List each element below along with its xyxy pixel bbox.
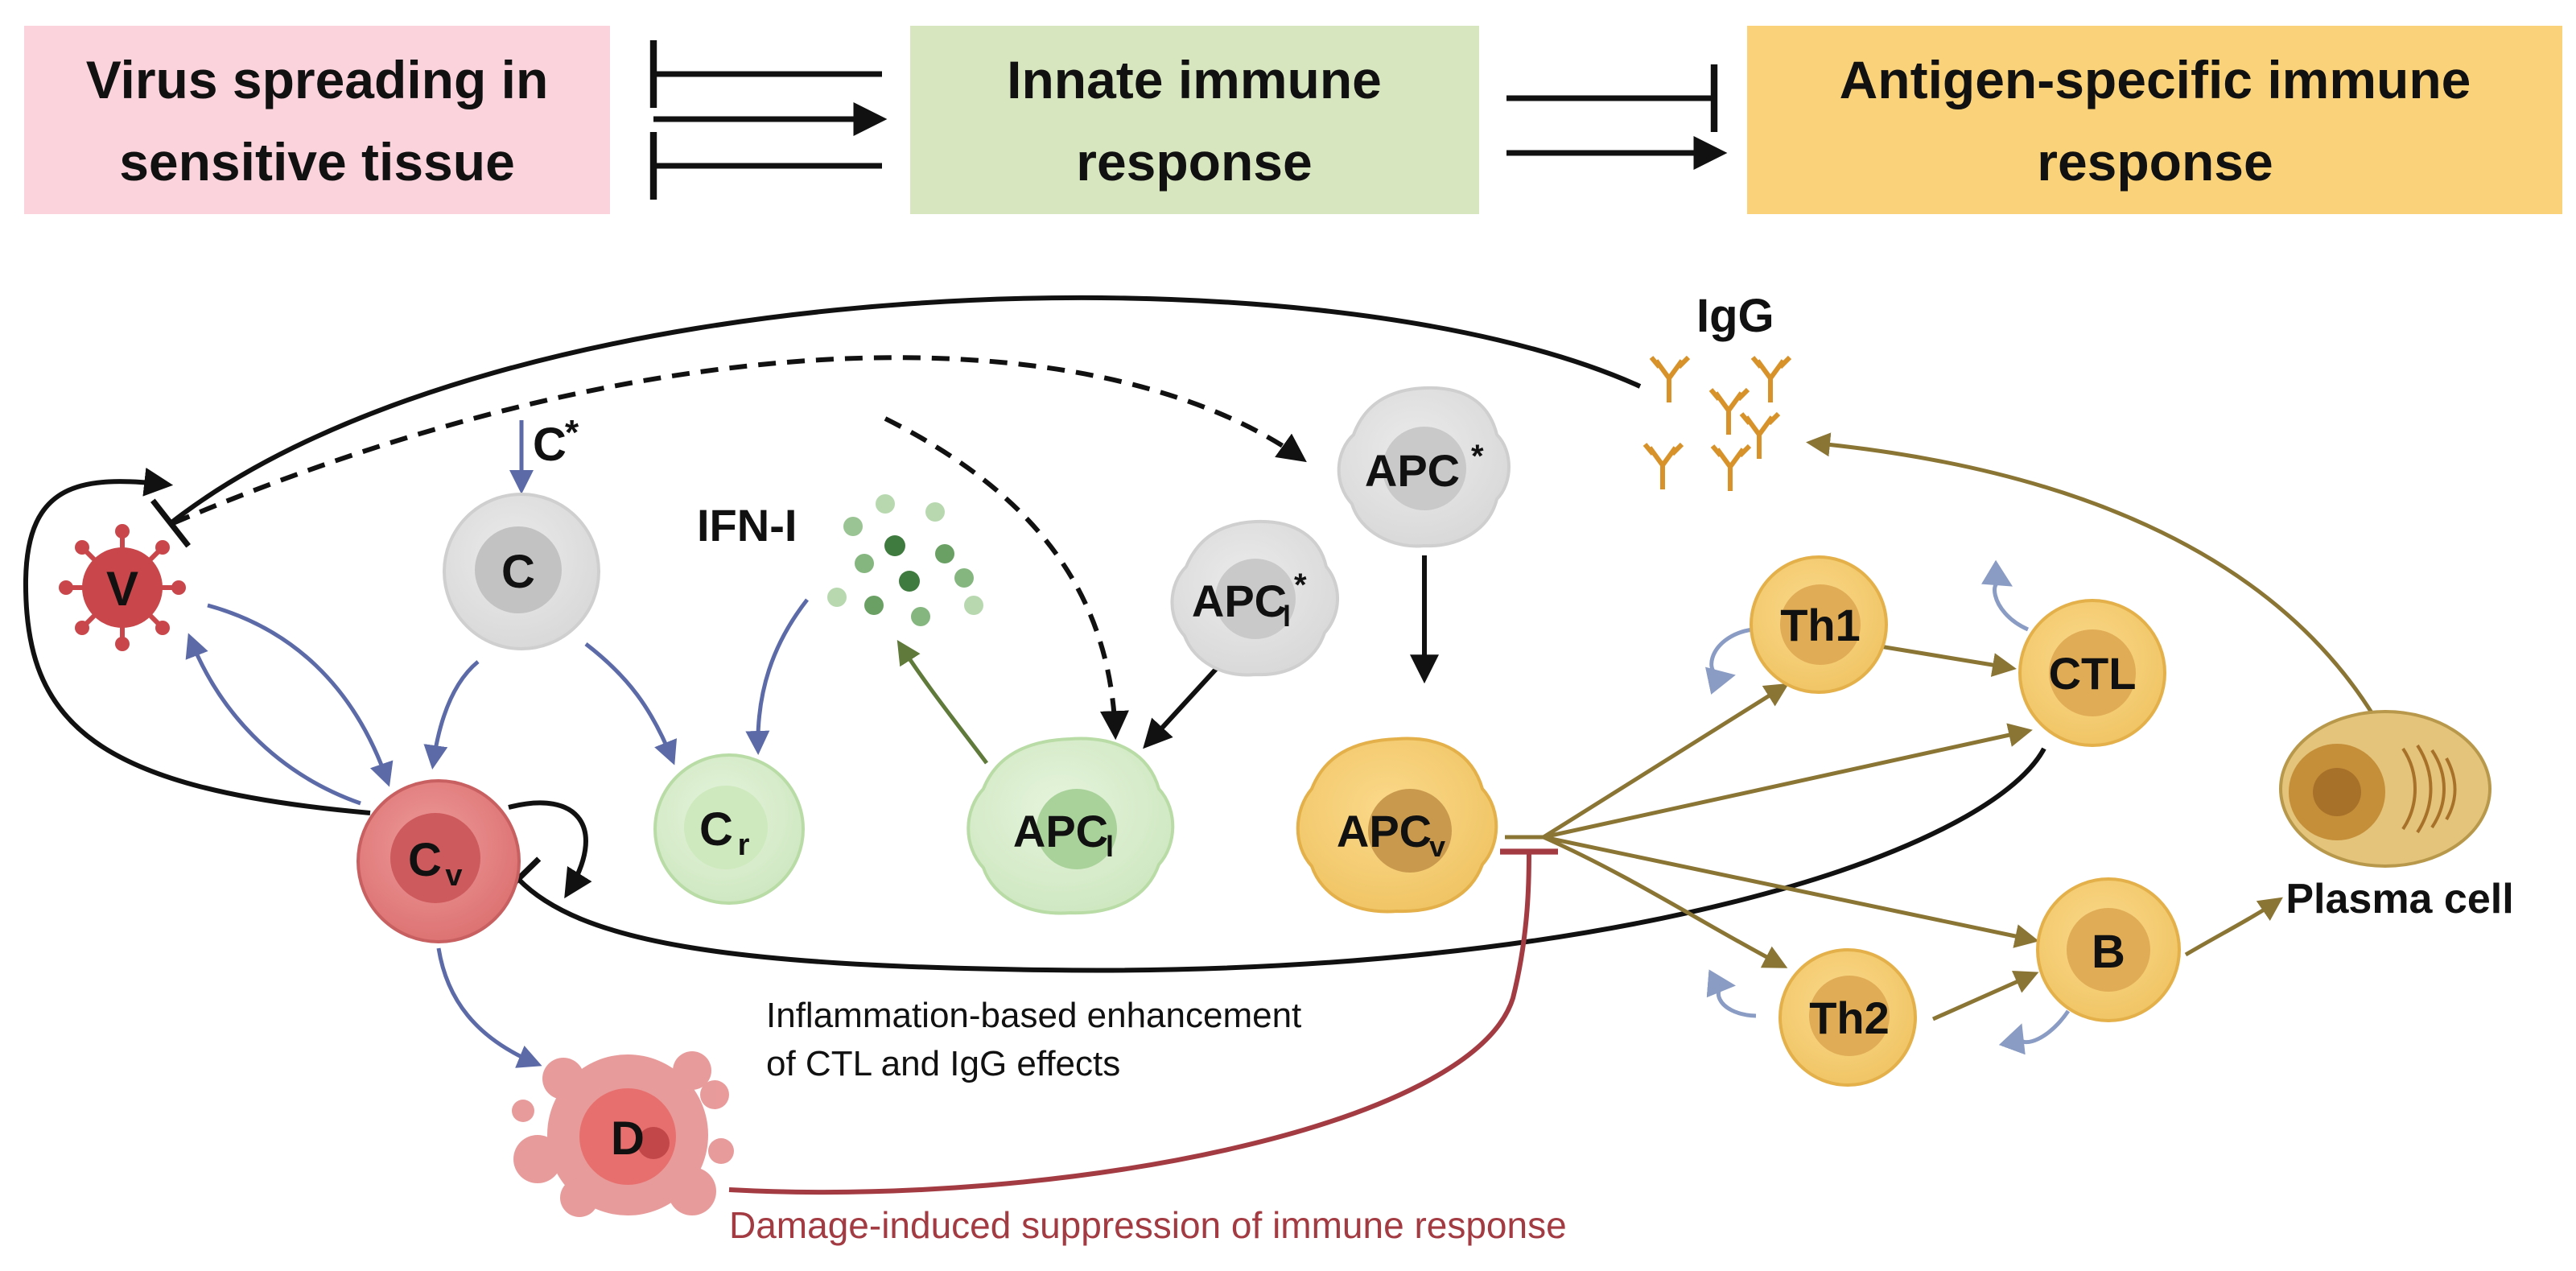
cell-cr-label: C: [699, 803, 733, 856]
apcl-node: APC l: [967, 737, 1175, 915]
plasma-to-igg-arrow: [1806, 432, 2376, 718]
damage-label: D: [611, 1112, 645, 1165]
cell-cv-subscript: v: [445, 859, 462, 893]
cv-to-virus-loop: [23, 467, 371, 815]
cv-self-loop: [508, 800, 592, 899]
inflammation-note-line1: Inflammation-based enhancement: [766, 996, 1301, 1035]
virus-label: V: [106, 562, 138, 616]
apc-star-asterisk: *: [1471, 439, 1484, 474]
ifn-dots-icon: [827, 494, 983, 626]
b-cell-node: B: [2036, 877, 2181, 1022]
virus-box-line2: sensitive tissue: [119, 132, 515, 192]
igg-antibody-icon: [1642, 355, 1792, 491]
cell-c-label: C: [501, 546, 535, 598]
cell-cv-label: C: [408, 834, 442, 886]
apcv-node: APC v: [1296, 737, 1498, 914]
self-renewal-arrows: [1705, 559, 2071, 1055]
plasma-cell-node: Plasma cell: [2279, 710, 2514, 922]
igg-label: IgG: [1696, 290, 1774, 342]
innate-box-line1: Innate immune: [1007, 50, 1382, 109]
apcv-to-th1-arrow: [1542, 683, 1790, 840]
black-connections: [23, 295, 2046, 973]
igg-node: IgG: [1642, 290, 1792, 491]
apc-star-node: APC *: [1337, 386, 1511, 548]
c-star-asterisk: *: [565, 413, 579, 452]
c-to-cr-arrow: [584, 642, 678, 765]
th2-node: Th2: [1778, 948, 1917, 1087]
th1-self-renewal-arrow: [1705, 627, 1754, 695]
ifn-node: IFN-I: [697, 494, 983, 626]
virus-icon: [82, 547, 163, 628]
th2-label: Th2: [1809, 992, 1890, 1043]
apc-star-label: APC: [1365, 445, 1460, 496]
c-to-cv-arrow: [423, 660, 480, 770]
b-cell-label: B: [2092, 926, 2125, 978]
damage-suppression-note: Damage-induced suppression of immune res…: [729, 1204, 1567, 1246]
b-to-plasma-arrow: [2184, 897, 2283, 957]
apcl-star-node: APC l *: [1170, 519, 1339, 677]
apcv-subscript: v: [1429, 830, 1445, 863]
dashed-to-apcl: [884, 416, 1129, 741]
c-star-text: C: [533, 419, 567, 471]
ifn-to-cr-arrow: [745, 598, 809, 755]
antigen-specific-box: Antigen-specific immune response: [1747, 26, 2562, 214]
ifn-label: IFN-I: [697, 500, 797, 551]
apcl-star-subscript: l: [1283, 600, 1291, 633]
igg-inhibits-virus-curve: [150, 295, 1642, 548]
damage-d-node: D: [512, 1051, 734, 1217]
b-self-renewal-arrow: [1998, 1009, 2071, 1055]
virus-spreading-box: Virus spreading in sensitive tissue: [24, 26, 610, 214]
apcl-star-label: APC: [1192, 576, 1287, 626]
gold-connections: [1505, 432, 2376, 1021]
cv-to-damage-arrow: [436, 947, 542, 1068]
virus-to-cv-arrow: [207, 603, 394, 787]
cell-cr-subscript: r: [738, 828, 750, 862]
apcv-label: APC: [1337, 806, 1432, 856]
apcv-to-ctl-arrow: [1543, 723, 2033, 840]
innate-immune-box: Innate immune response: [910, 26, 1479, 214]
apcl-label: APC: [1013, 806, 1108, 856]
c-star-label: C *: [533, 413, 579, 471]
blue-connections: [185, 420, 809, 1068]
th2-self-renewal-arrow: [1706, 969, 1757, 1018]
cell-c-node: C: [443, 493, 600, 650]
th1-to-ctl-arrow: [1865, 642, 2017, 677]
antigen-box-line2: response: [2037, 132, 2273, 192]
virus-v-node: V: [59, 524, 186, 651]
ctl-self-renewal-arrow: [1980, 559, 2030, 632]
inflammation-note-line2: of CTL and IgG effects: [766, 1044, 1120, 1083]
damage-icon: [579, 1088, 676, 1185]
virus-to-apc-star-dashed: [171, 355, 1307, 526]
antigen-box-line1: Antigen-specific immune: [1840, 50, 2471, 109]
apcl-star-asterisk: *: [1294, 567, 1307, 603]
innate-box-line2: response: [1076, 132, 1312, 192]
ctl-node: CTL: [2018, 599, 2166, 747]
virus-box-line1: Virus spreading in: [86, 50, 549, 109]
plasma-cell-label: Plasma cell: [2285, 876, 2513, 922]
header-arrows: [649, 40, 1728, 200]
ctl-label: CTL: [2049, 648, 2137, 699]
th1-node: Th1: [1750, 555, 1888, 694]
cell-cr-node: C r: [653, 753, 805, 905]
cv-to-virus-arrow: [185, 633, 361, 806]
cell-cv-node: C v: [357, 779, 521, 943]
apcl-subscript: l: [1106, 830, 1114, 863]
th2-to-b-arrow: [1931, 971, 2039, 1021]
apcv-to-b-arrow: [1543, 835, 2039, 948]
apcl-to-ifn-arrow: [896, 639, 988, 765]
damage-suppression-line: [728, 848, 1559, 1195]
apcv-to-th2-arrow: [1542, 835, 1788, 968]
th1-label: Th1: [1780, 600, 1861, 650]
ctl-inhibits-cv-curve: [495, 747, 2046, 973]
